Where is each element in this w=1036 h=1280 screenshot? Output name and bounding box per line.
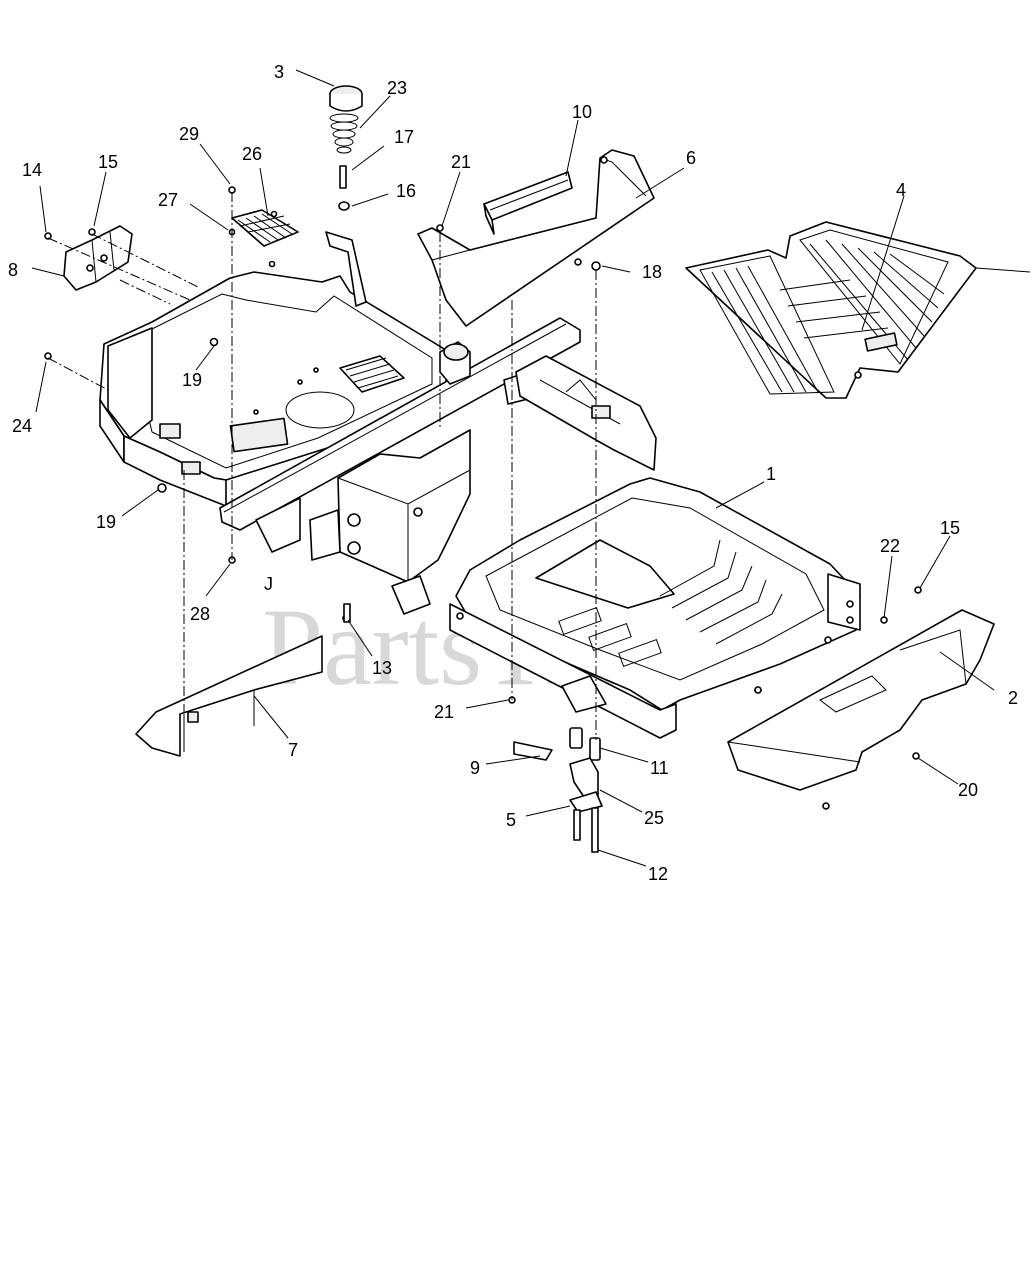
callout-21-top: 21 bbox=[451, 152, 471, 172]
callout-26: 26 bbox=[242, 144, 262, 164]
callout-15-left: 14 bbox=[22, 160, 42, 180]
callout-24: 25 bbox=[644, 808, 664, 828]
callout-10: 10 bbox=[572, 102, 592, 122]
callout-29: 29 bbox=[179, 124, 199, 144]
callout-18: 18 bbox=[642, 262, 662, 282]
callout-7: 7 bbox=[288, 740, 298, 760]
callout-15-right: 15 bbox=[98, 152, 118, 172]
seat-spring-stack bbox=[329, 85, 363, 211]
main-frame-part bbox=[99, 231, 861, 739]
callout-5: 5 bbox=[506, 810, 516, 830]
right-side-panel-part bbox=[727, 609, 995, 791]
callout-28: 28 bbox=[190, 604, 210, 624]
callout-j-mark: J bbox=[264, 574, 273, 594]
callout-27: 27 bbox=[158, 190, 178, 210]
callout-20: 20 bbox=[958, 780, 978, 800]
callout-2: 2 bbox=[1008, 688, 1018, 708]
callout-8: 8 bbox=[8, 260, 18, 280]
hardware-fasteners bbox=[157, 186, 922, 810]
hitch-bracket-part bbox=[44, 225, 133, 360]
callout-12: 12 bbox=[648, 864, 668, 884]
callout-23: 24 bbox=[12, 416, 32, 436]
callout-17: 17 bbox=[394, 127, 414, 147]
callout-22: 22 bbox=[880, 536, 900, 556]
callout-13: 13 bbox=[372, 658, 392, 678]
vent-grate-part bbox=[231, 209, 299, 268]
console-cover-part bbox=[417, 149, 655, 327]
callout-6: 6 bbox=[686, 148, 696, 168]
angle-bracket-part bbox=[483, 171, 573, 235]
callout-9: 9 bbox=[470, 758, 480, 778]
leader-lines bbox=[31, 69, 995, 867]
callout-14: 15 bbox=[940, 518, 960, 538]
callout-21-bottom: 21 bbox=[434, 702, 454, 722]
assembly-centerlines bbox=[47, 192, 597, 740]
floor-mat-part bbox=[685, 221, 1031, 399]
callout-4: 4 bbox=[896, 180, 906, 200]
callout-19-lower: 19 bbox=[96, 512, 116, 532]
callout-1: 1 bbox=[766, 464, 776, 484]
callout-16: 16 bbox=[396, 181, 416, 201]
left-side-panel-part bbox=[135, 635, 323, 757]
callout-11: 11 bbox=[650, 758, 669, 778]
callout-19-upper: 19 bbox=[182, 370, 202, 390]
callout-labels: 3 23 17 16 10 6 21 18 4 1 29 26 27 14 15… bbox=[8, 62, 1018, 884]
callout-25: 23 bbox=[387, 78, 407, 98]
callout-3: 3 bbox=[274, 62, 284, 82]
